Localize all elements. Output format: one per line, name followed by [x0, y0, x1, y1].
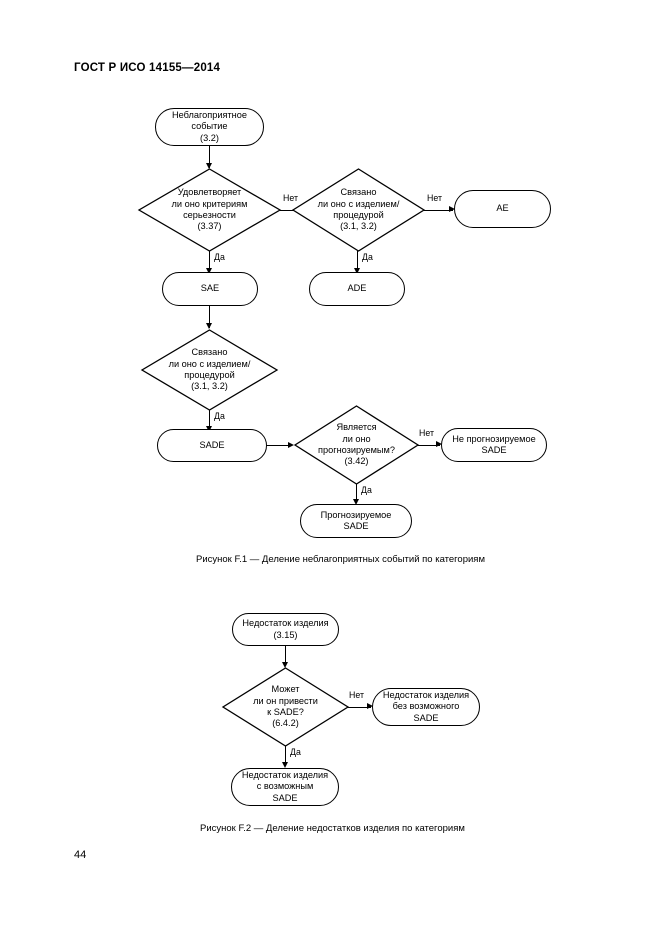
figure-f2-caption: Рисунок F.2 — Деление недостатков издели…	[200, 823, 465, 834]
arrow-f2-start-to-d1	[281, 662, 288, 668]
arrow-sae-to-d3	[205, 323, 212, 329]
node-deficiency-with-sade: Недостаток изделия с возможным SADE	[231, 768, 339, 806]
node-sade: SADE	[157, 429, 267, 462]
edge-d4-no	[418, 444, 440, 446]
node-ade: ADE	[309, 272, 405, 306]
edge-f2-d1-yes	[285, 746, 287, 766]
decision-device-procedure-related-1: Связано ли оно с изделием/ процедурой (3…	[291, 168, 426, 252]
figure-f1-caption: Рисунок F.1 — Деление неблагоприятных со…	[196, 554, 485, 565]
node-ae: AE	[454, 190, 551, 228]
edge-label-f2-d1-no: Нет	[348, 690, 365, 700]
edge-d2-yes	[357, 251, 359, 273]
arrow-d4-no	[436, 441, 442, 447]
arrow-f2-d1-no	[367, 703, 373, 709]
node-expected-sade: Прогнозируемое SADE	[300, 504, 412, 538]
edge-f2-d1-no	[348, 706, 371, 708]
edge-label-d1-no: Нет	[282, 193, 299, 203]
edge-start-to-d1	[209, 146, 211, 168]
edge-f2-start-to-d1	[285, 646, 287, 666]
edge-d1-yes	[209, 251, 211, 273]
decision-seriousness-criteria: Удовлетворяет ли оно критериям серьезнос…	[137, 168, 282, 252]
edge-label-d2-yes: Да	[361, 252, 374, 262]
decision-could-lead-to-sade: Может ли он привести к SADE? (6.4.2)	[221, 667, 350, 747]
node-unexpected-sade: Не прогнозируемое SADE	[441, 428, 547, 462]
node-device-deficiency: Недостаток изделия (3.15)	[232, 613, 339, 646]
arrow-f2-d1-yes	[281, 762, 288, 768]
edge-d3-yes	[209, 410, 211, 431]
edge-label-d3-yes: Да	[213, 411, 226, 421]
arrow-start-to-d1	[205, 163, 212, 169]
edge-d4-yes	[356, 484, 358, 503]
decision-device-procedure-related-2: Связано ли оно с изделием/ процедурой (3…	[140, 329, 279, 411]
arrow-sade-to-d4	[288, 441, 294, 448]
node-sae: SAE	[162, 272, 258, 306]
decision-is-expected: Является ли оно прогнозируемым? (3.42)	[293, 405, 420, 485]
edge-label-d4-yes: Да	[360, 485, 373, 495]
edge-sae-to-d3	[209, 306, 211, 328]
edge-label-d4-no: Нет	[418, 428, 435, 438]
node-adverse-event: Неблагоприятное событие (3.2)	[155, 108, 264, 146]
arrow-d4-yes	[352, 499, 359, 505]
arrow-d1-yes	[205, 268, 212, 274]
node-deficiency-without-sade: Недостаток изделия без возможного SADE	[372, 688, 480, 726]
edge-sade-to-d4	[266, 445, 292, 447]
edge-d2-no	[424, 209, 453, 211]
edge-label-f2-d1-yes: Да	[289, 747, 302, 757]
edge-label-d1-yes: Да	[213, 252, 226, 262]
edge-label-d2-no: Нет	[426, 193, 443, 203]
arrow-d2-yes	[353, 268, 360, 274]
arrow-d2-no	[449, 206, 455, 212]
document-header: ГОСТ Р ИСО 14155—2014	[74, 62, 221, 74]
page-number: 44	[74, 849, 87, 861]
